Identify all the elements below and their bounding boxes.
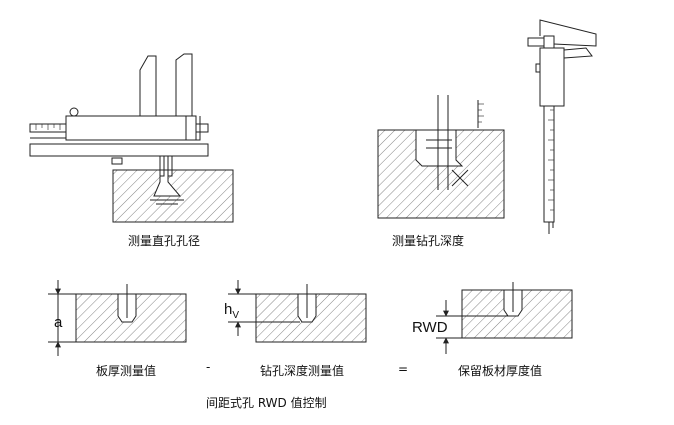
dimension-label-h-main: h [224, 301, 232, 318]
caption-measure-straight-hole: 测量直孔孔径 [128, 234, 201, 248]
drill-depth-section-illustration [377, 95, 505, 219]
dimension-label-rwd: RWD [412, 319, 448, 336]
remaining-thickness-section [436, 282, 573, 354]
dimension-label-h: hV [224, 301, 239, 321]
footer-title: 间距式孔 RWD 值控制 [206, 396, 327, 410]
caption-drill-depth-value: 钻孔深度测量值 [260, 364, 345, 378]
caption-remaining-thickness: 保留板材厚度值 [458, 364, 543, 378]
caliper-hole-diameter-illustration [29, 53, 234, 223]
caption-plate-thickness: 板厚测量值 [96, 364, 157, 378]
operator-equals: = [398, 362, 409, 376]
dimension-label-a: a [54, 314, 63, 331]
operator-minus: - [206, 360, 211, 374]
plate-thickness-section [48, 280, 187, 356]
dimension-label-h-sub: V [232, 310, 239, 321]
vertical-caliper-illustration [527, 19, 597, 234]
drill-depth-section [228, 280, 367, 343]
caption-measure-drill-depth: 测量钻孔深度 [392, 234, 465, 248]
